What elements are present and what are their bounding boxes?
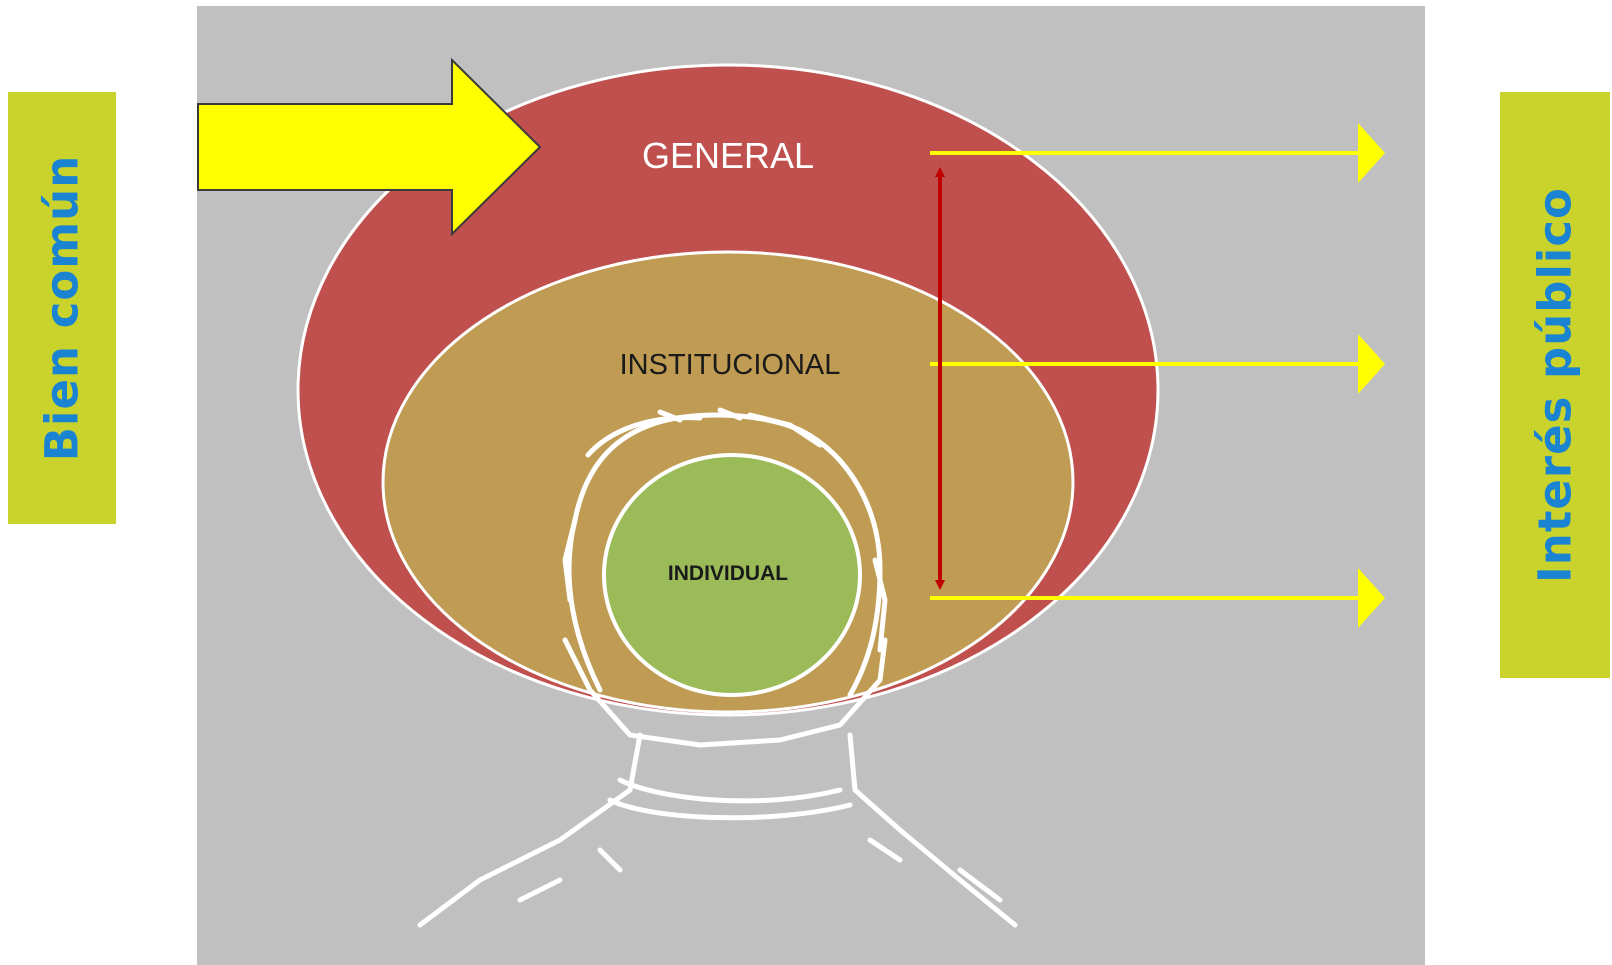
institutional-output-arrow bbox=[930, 334, 1385, 394]
general-output-arrow bbox=[930, 123, 1385, 183]
general-label: GENERAL bbox=[642, 135, 814, 176]
bien-comun-label-box: Bien común bbox=[8, 92, 116, 524]
individual-circle bbox=[602, 453, 862, 697]
person-head-sketch bbox=[562, 407, 888, 748]
individual-output-arrow bbox=[930, 568, 1385, 628]
individual-label: INDIVIDUAL bbox=[668, 562, 788, 585]
institutional-label: INSTITUCIONAL bbox=[620, 349, 841, 381]
entering-arrow bbox=[197, 57, 542, 237]
person-body-sketch bbox=[417, 732, 1018, 928]
output-arrows bbox=[930, 123, 1385, 628]
interes-publico-label-box: Interés público bbox=[1500, 92, 1610, 678]
